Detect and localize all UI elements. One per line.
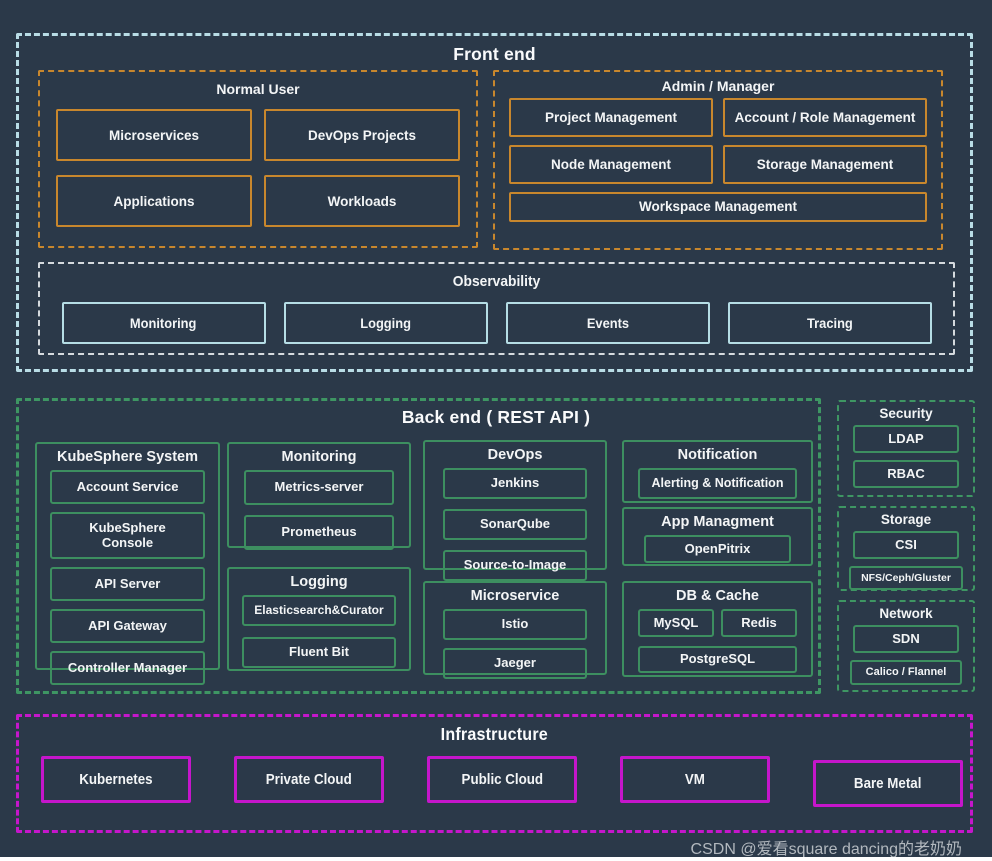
observability-box-events: Events bbox=[505, 302, 710, 344]
observability-row: Monitoring Logging Events Tracing bbox=[40, 302, 953, 344]
microservice-title: Microservice bbox=[470, 588, 560, 604]
admin-box-account-role-management: Account / Role Management bbox=[723, 98, 927, 137]
platform-box-ldap: LDAP bbox=[853, 425, 959, 453]
security-group: Security LDAP RBAC bbox=[837, 400, 975, 497]
observability-group: Observability Monitoring Logging Events … bbox=[38, 262, 955, 355]
observability-box-monitoring: Monitoring bbox=[61, 302, 266, 344]
backend-box-source-to-image: Source-to-Image bbox=[443, 550, 587, 581]
platform-box-sdn: SDN bbox=[853, 625, 959, 653]
db-cache-row: MySQL Redis bbox=[638, 609, 797, 637]
storage-group: Storage CSI NFS/Ceph/Gluster bbox=[837, 506, 975, 591]
admin-manager-grid: Project Management Account / Role Manage… bbox=[495, 94, 941, 222]
backend-group: KubeSphere System Account Service KubeSp… bbox=[16, 398, 821, 694]
backend-box-elasticsearch-curator: Elasticsearch&Curator bbox=[242, 595, 396, 626]
bottom-white-strip bbox=[0, 857, 992, 861]
platform-box-csi: CSI bbox=[853, 531, 959, 559]
observability-box-logging: Logging bbox=[283, 302, 488, 344]
platform-box-nfs-ceph-gluster: NFS/Ceph/Gluster bbox=[849, 566, 963, 590]
backend-box-mysql: MySQL bbox=[638, 609, 714, 637]
admin-manager-title: Admin / Manager bbox=[661, 78, 775, 94]
notification-group: Notification Alerting & Notification bbox=[622, 440, 813, 503]
monitoring-group: Monitoring Metrics-server Prometheus bbox=[227, 442, 411, 550]
infra-box-bare-metal: Bare Metal bbox=[813, 760, 963, 807]
network-title: Network bbox=[879, 606, 933, 621]
backend-box-openpitrix: OpenPitrix bbox=[644, 535, 791, 563]
csdn-watermark: CSDN @爱看square dancing的老奶奶 bbox=[690, 841, 962, 858]
normal-user-title: Normal User bbox=[216, 81, 300, 97]
backend-box-prometheus: Prometheus bbox=[244, 515, 394, 550]
microservice-group: Microservice Istio Jaeger bbox=[423, 581, 607, 679]
backend-box-alerting-notification: Alerting & Notification bbox=[638, 468, 797, 499]
backend-box-account-service: Account Service bbox=[50, 470, 205, 504]
frontend-box-applications: Applications bbox=[56, 175, 252, 227]
infra-box-public-cloud: Public Cloud bbox=[427, 756, 577, 803]
network-group: Network SDN Calico / Flannel bbox=[837, 600, 975, 692]
security-title: Security bbox=[879, 406, 933, 421]
frontend-title: Front end bbox=[453, 44, 536, 64]
admin-box-node-management: Node Management bbox=[509, 145, 713, 184]
backend-box-controller-manager: Controller Manager bbox=[50, 651, 205, 685]
admin-manager-group: Admin / Manager Project Management Accou… bbox=[493, 70, 943, 250]
backend-box-api-server: API Server bbox=[50, 567, 205, 601]
backend-title: Back end ( REST API ) bbox=[401, 407, 591, 427]
frontend-box-workloads: Workloads bbox=[264, 175, 460, 227]
storage-title: Storage bbox=[880, 512, 932, 527]
monitoring-title: Monitoring bbox=[281, 449, 357, 465]
observability-box-tracing: Tracing bbox=[727, 302, 932, 344]
notification-title: Notification bbox=[677, 447, 758, 463]
kubesphere-system-group: KubeSphere System Account Service KubeSp… bbox=[35, 442, 220, 685]
frontend-group: Front end Normal User Microservices DevO… bbox=[16, 33, 973, 372]
logging-group: Logging Elasticsearch&Curator Fluent Bit bbox=[227, 567, 411, 671]
admin-box-workspace-management: Workspace Management bbox=[509, 192, 927, 222]
admin-box-storage-management: Storage Management bbox=[723, 145, 927, 184]
infrastructure-title: Infrastructure bbox=[440, 724, 549, 744]
app-managment-title: App Managment bbox=[661, 514, 774, 530]
admin-box-project-management: Project Management bbox=[509, 98, 713, 137]
devops-group: DevOps Jenkins SonarQube Source-to-Image bbox=[423, 440, 607, 581]
backend-box-metrics-server: Metrics-server bbox=[244, 470, 394, 505]
backend-box-postgresql: PostgreSQL bbox=[638, 646, 797, 673]
normal-user-group: Normal User Microservices DevOps Project… bbox=[38, 70, 478, 248]
platform-box-calico-flannel: Calico / Flannel bbox=[850, 660, 962, 685]
logging-title: Logging bbox=[290, 574, 348, 590]
platform-box-rbac: RBAC bbox=[853, 460, 959, 488]
devops-title: DevOps bbox=[487, 447, 543, 463]
backend-box-jaeger: Jaeger bbox=[443, 648, 587, 679]
infra-box-vm: VM bbox=[620, 756, 770, 803]
backend-box-redis: Redis bbox=[721, 609, 797, 637]
backend-box-jenkins: Jenkins bbox=[443, 468, 587, 499]
app-managment-group: App Managment OpenPitrix bbox=[622, 507, 813, 566]
backend-box-istio: Istio bbox=[443, 609, 587, 640]
observability-title: Observability bbox=[452, 273, 541, 290]
infrastructure-group: Infrastructure Kubernetes Private Cloud … bbox=[16, 714, 973, 833]
db-cache-title: DB & Cache bbox=[676, 588, 759, 604]
backend-box-sonarqube: SonarQube bbox=[443, 509, 587, 540]
frontend-box-devops-projects: DevOps Projects bbox=[264, 109, 460, 161]
infra-box-private-cloud: Private Cloud bbox=[234, 756, 384, 803]
infrastructure-row: Kubernetes Private Cloud Public Cloud VM… bbox=[19, 745, 970, 807]
backend-box-fluent-bit: Fluent Bit bbox=[242, 637, 396, 668]
backend-box-kubesphere-console: KubeSphere Console bbox=[50, 512, 205, 559]
db-cache-group: DB & Cache MySQL Redis PostgreSQL bbox=[622, 581, 813, 677]
normal-user-grid: Microservices DevOps Projects Applicatio… bbox=[40, 97, 476, 227]
infra-box-kubernetes: Kubernetes bbox=[41, 756, 191, 803]
frontend-box-microservices: Microservices bbox=[56, 109, 252, 161]
kubesphere-system-title: KubeSphere System bbox=[56, 449, 199, 465]
backend-box-api-gateway: API Gateway bbox=[50, 609, 205, 643]
